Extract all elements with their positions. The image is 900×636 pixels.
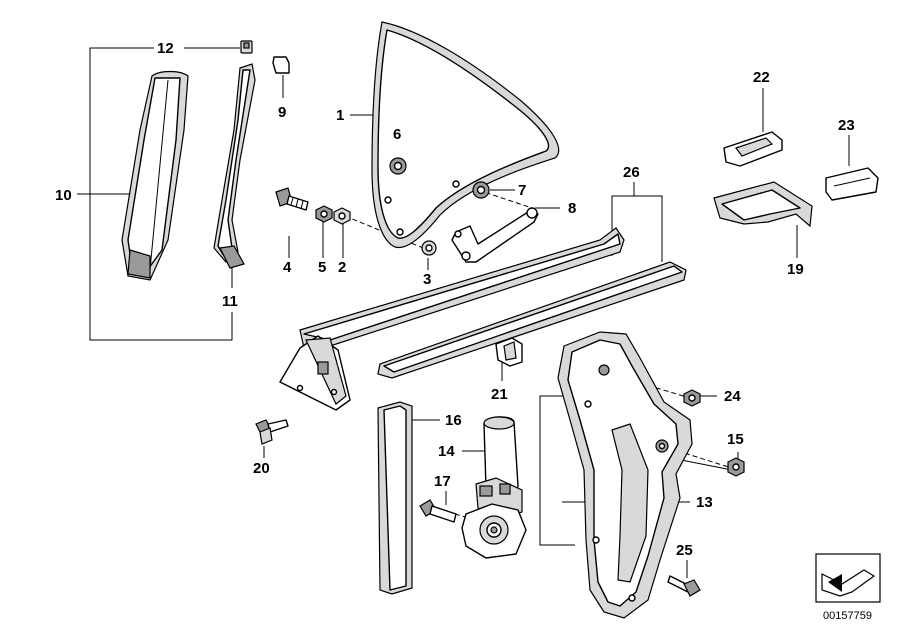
callout-12: 12 (157, 40, 174, 57)
callout-17: 17 (434, 473, 451, 490)
callout-8: 8 (568, 200, 576, 217)
part-25-bolt (667, 575, 701, 597)
callout-26: 26 (623, 164, 640, 181)
part-20-screw (255, 419, 289, 445)
part-9-cap (272, 56, 290, 74)
callout-1: 1 (336, 107, 344, 124)
part-26-upper-rail (279, 227, 625, 411)
part-10-pillar-seal (121, 70, 189, 281)
callout-7: 7 (518, 182, 526, 199)
part-13-window-regulator (557, 331, 693, 619)
part-11-rubber-strip (213, 63, 256, 269)
callout-20: 20 (253, 460, 270, 477)
callout-24: 24 (724, 388, 741, 405)
callout-22: 22 (753, 69, 770, 86)
callout-2: 2 (338, 259, 346, 276)
part-22-clip (723, 131, 783, 167)
part-15-nut (727, 457, 745, 477)
callout-4: 4 (283, 259, 292, 276)
part-12-clip (240, 40, 253, 54)
callout-15: 15 (727, 431, 744, 448)
part-14-gearbox (461, 503, 527, 559)
part-8-lever-arm (451, 207, 539, 263)
part-19-cover (713, 181, 813, 228)
part-16-channel (377, 401, 413, 595)
part-3-washer (421, 240, 437, 256)
callout-5: 5 (318, 259, 326, 276)
part-1-window-glass (371, 21, 560, 249)
callout-23: 23 (838, 117, 855, 134)
callout-3: 3 (423, 271, 431, 288)
part-14-motor (475, 416, 523, 521)
callout-25: 25 (676, 542, 693, 559)
callout-13: 13 (696, 494, 713, 511)
arrow-logo-icon (821, 569, 876, 597)
part-23-bracket (825, 167, 879, 201)
part-2-nut (333, 207, 351, 225)
callout-14: 14 (438, 443, 455, 460)
callout-16: 16 (445, 412, 462, 429)
part-21-clip (495, 337, 523, 367)
catalog-number: 00157759 (823, 610, 872, 622)
callout-19: 19 (787, 261, 804, 278)
part-24-nut (683, 389, 701, 407)
part-26-lower-rail (377, 261, 687, 379)
part-4-bolt (275, 187, 309, 211)
catalog-stamp: 00157759 (815, 553, 881, 622)
callout-6: 6 (393, 126, 401, 143)
part-7-washer (472, 181, 490, 199)
callout-10: 10 (55, 187, 72, 204)
callout-labels: 12 9 10 11 1 6 7 8 4 5 2 3 26 22 23 19 2… (55, 40, 855, 559)
part-5-nut (315, 205, 333, 223)
callout-21: 21 (491, 386, 508, 403)
part-17-bolt (419, 499, 457, 523)
callout-9: 9 (278, 104, 286, 121)
callout-11: 11 (222, 293, 238, 310)
part-6-grommet (389, 157, 407, 175)
arrow-head-icon (828, 574, 842, 592)
